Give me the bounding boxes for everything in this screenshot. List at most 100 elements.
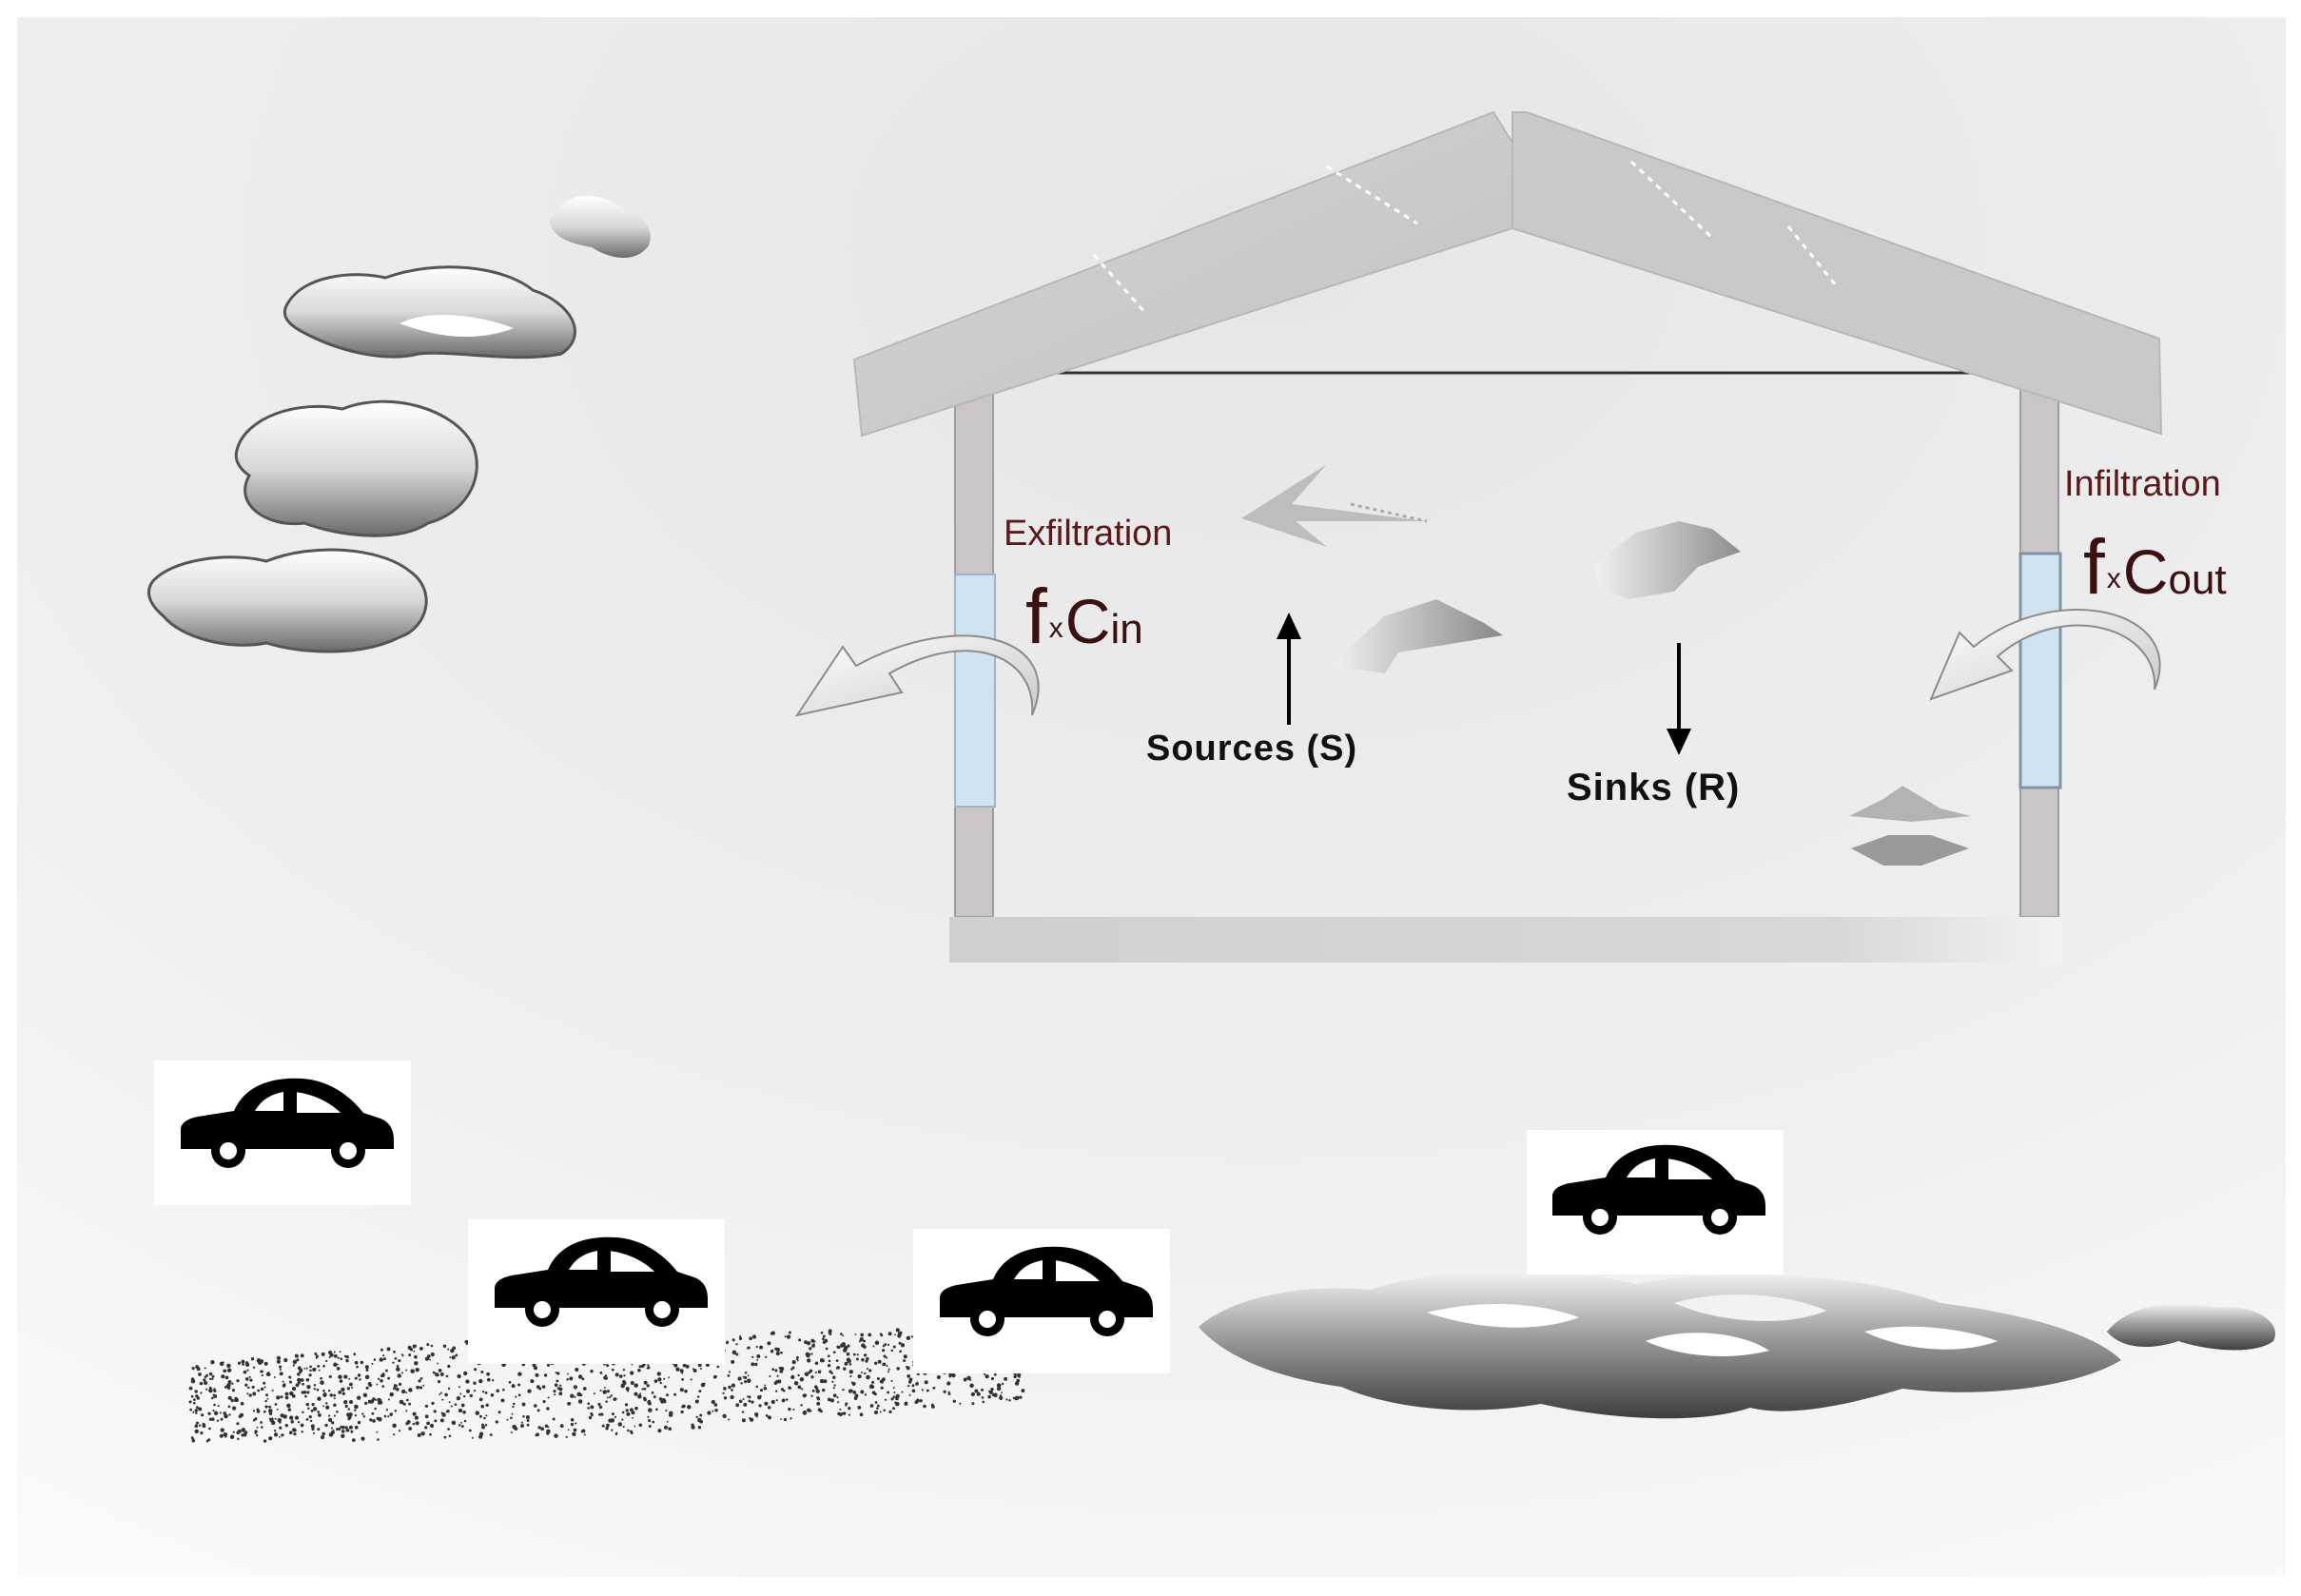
dust-particle <box>566 1378 569 1381</box>
dust-particle <box>791 1360 796 1365</box>
dust-particle <box>221 1374 225 1379</box>
dust-particle <box>573 1385 578 1390</box>
dust-particle <box>297 1366 302 1371</box>
dust-particle <box>1001 1382 1004 1386</box>
dust-particle <box>887 1343 890 1347</box>
pollutant-shape <box>1330 599 1503 673</box>
dust-particle <box>333 1403 337 1408</box>
dust-particle <box>876 1404 880 1408</box>
dust-particle <box>188 1400 192 1404</box>
dust-particle <box>317 1396 322 1401</box>
dust-particle <box>341 1425 345 1430</box>
dust-particle <box>492 1379 495 1382</box>
dust-particle <box>690 1378 692 1381</box>
dust-particle <box>662 1399 667 1404</box>
dust-particle <box>317 1364 321 1368</box>
dust-particle <box>429 1432 432 1436</box>
dust-particle <box>861 1358 865 1362</box>
dust-particle <box>374 1407 377 1411</box>
dust-particle <box>269 1406 272 1409</box>
dust-particle <box>522 1415 525 1418</box>
dust-particle <box>590 1369 594 1373</box>
dust-particle <box>840 1333 843 1335</box>
dust-particle <box>338 1390 342 1394</box>
dust-particle <box>527 1389 532 1393</box>
dust-particle <box>623 1374 626 1377</box>
dust-particle <box>754 1362 758 1367</box>
dust-particle <box>624 1403 629 1407</box>
dust-particle <box>629 1408 634 1412</box>
exfiltration-label: Exfiltration <box>1004 514 1173 554</box>
roof-right <box>1511 111 2163 436</box>
dust-particle <box>782 1400 785 1403</box>
dust-particle <box>819 1358 825 1363</box>
dust-particle <box>194 1424 199 1429</box>
dust-particle <box>740 1382 743 1385</box>
dust-particle <box>480 1370 484 1374</box>
car-card <box>154 1061 411 1205</box>
dust-particle <box>382 1354 385 1357</box>
dust-particle <box>314 1352 318 1356</box>
dust-particle <box>520 1421 523 1424</box>
house <box>852 110 2163 963</box>
dust-particle <box>347 1417 351 1421</box>
dust-particle <box>870 1385 875 1389</box>
dust-particle <box>731 1359 735 1364</box>
dust-particle <box>416 1385 419 1390</box>
dust-particle <box>276 1359 281 1364</box>
dust-particle <box>714 1408 718 1412</box>
dust-particle <box>354 1409 357 1411</box>
dust-particle <box>415 1421 419 1426</box>
dust-particle <box>222 1361 224 1364</box>
dust-particle <box>289 1391 294 1396</box>
dust-particle <box>248 1375 251 1379</box>
dust-particle <box>309 1419 313 1423</box>
dust-particle <box>542 1400 546 1404</box>
dust-particle <box>985 1373 989 1379</box>
dust-particle <box>284 1392 289 1396</box>
dust-particle <box>769 1374 771 1378</box>
dust-particle <box>792 1408 795 1411</box>
dust-particle <box>231 1406 237 1411</box>
dust-particle <box>657 1377 662 1382</box>
dust-particle <box>333 1393 337 1397</box>
dust-particle <box>981 1396 985 1399</box>
dust-particle <box>697 1363 702 1368</box>
formula-subscript: out <box>2168 556 2227 603</box>
dust-particle <box>200 1392 203 1394</box>
dust-particle <box>311 1427 315 1431</box>
dust-particle <box>299 1371 302 1373</box>
dust-particle <box>807 1341 811 1346</box>
dust-particle <box>748 1399 751 1403</box>
dust-particle <box>325 1359 328 1363</box>
dust-particle <box>744 1380 748 1384</box>
dust-particle <box>897 1333 902 1338</box>
dust-particle <box>280 1395 283 1399</box>
dust-particle <box>211 1377 214 1380</box>
dust-particle <box>224 1385 228 1389</box>
dust-particle <box>410 1370 413 1372</box>
dust-particle <box>638 1423 643 1428</box>
dust-particle <box>731 1383 735 1388</box>
dust-particle <box>673 1363 678 1368</box>
dust-particle <box>796 1355 799 1359</box>
dust-particle <box>552 1417 556 1421</box>
dust-particle <box>405 1392 408 1394</box>
dust-particle <box>887 1391 890 1394</box>
dust-particle <box>364 1365 369 1370</box>
dust-particle <box>287 1408 292 1411</box>
dust-particle <box>279 1372 283 1376</box>
dust-particle <box>684 1389 688 1393</box>
dust-particle <box>191 1367 195 1371</box>
dust-particle <box>381 1385 385 1388</box>
dust-particle <box>405 1398 409 1402</box>
dust-particle <box>394 1410 398 1412</box>
dust-particle <box>728 1371 731 1373</box>
dust-particle <box>634 1392 638 1396</box>
dust-particle <box>517 1393 521 1397</box>
dust-particle <box>424 1414 429 1419</box>
dust-particle <box>303 1368 306 1370</box>
dust-particle <box>227 1395 232 1400</box>
dust-particle <box>241 1428 246 1432</box>
dust-particle <box>892 1387 895 1390</box>
